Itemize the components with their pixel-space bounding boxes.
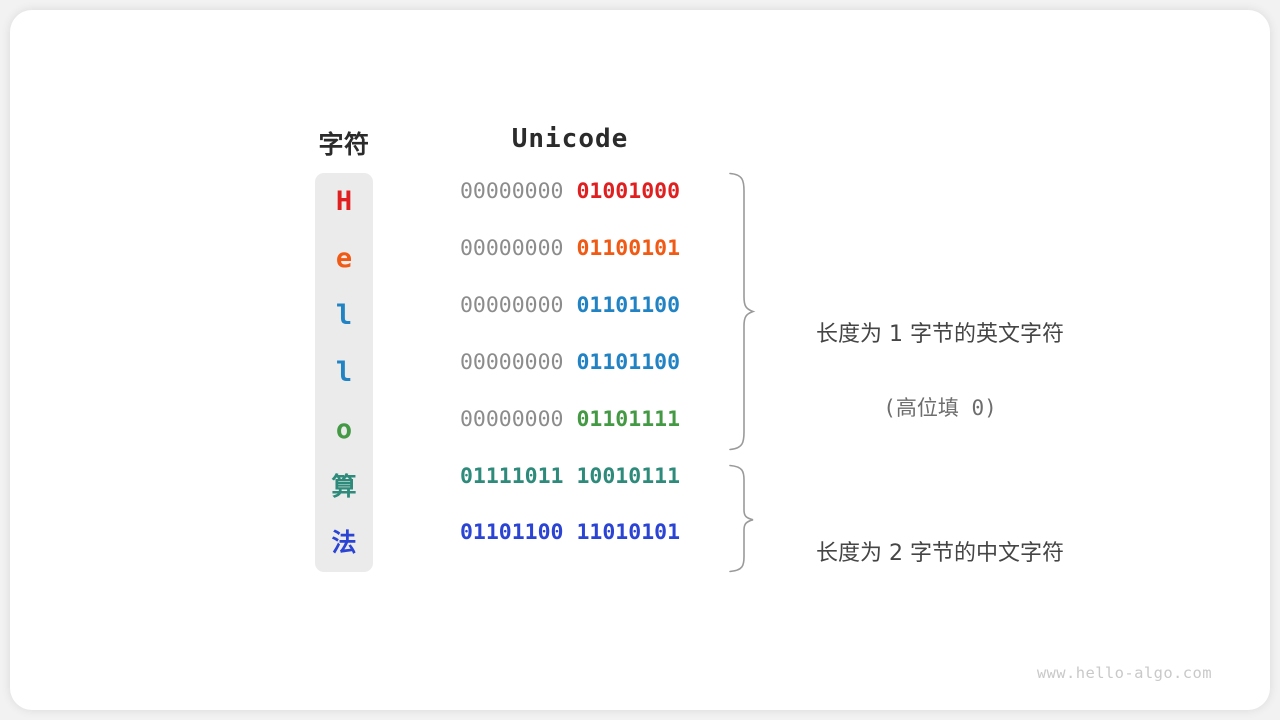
binary-high-byte: 01101100 [459,520,564,545]
character-cell: e [335,243,353,274]
binary-high-byte: 01111011 [459,464,564,489]
character-cell: 算 [331,472,357,501]
character-cell: l [335,357,353,388]
binary-low-byte: 01101111 [576,407,681,432]
binary-low-byte: 01001000 [576,179,681,204]
binary-row: 00000000 01101100 [430,348,710,378]
binary-byte-separator [564,350,577,375]
binary-high-byte: 00000000 [459,407,564,432]
binary-row: 00000000 01001000 [430,177,710,207]
binary-byte-separator [564,520,577,545]
binary-byte-separator [564,179,577,204]
binary-low-byte: 11010101 [576,520,681,545]
binary-row: 00000000 01101100 [430,291,710,321]
binary-high-byte: 00000000 [459,179,564,204]
brace-group-2 [729,464,754,573]
binary-high-byte: 00000000 [459,293,564,318]
annotation-group-1-sublabel: (高位填 0) [883,396,997,420]
binary-low-byte: 01100101 [576,236,681,261]
annotation-group-1: 长度为 1 字节的英文字符 (高位填 0) [770,278,1110,460]
column-header-unicode: Unicode [511,124,629,154]
binary-row: 01101100 11010101 [430,518,710,548]
binary-row: 00000000 01100101 [430,234,710,264]
column-header-character: 字符 [318,131,370,159]
binary-row: 00000000 01101111 [430,405,710,435]
annotation-group-2-label: 长度为 2 字节的中文字符 [816,541,1064,566]
group-braces [729,172,756,573]
binary-high-byte: 00000000 [459,350,564,375]
watermark: www.hello-algo.com [1036,664,1212,682]
binary-low-byte: 10010111 [576,464,681,489]
brace-group-1 [729,172,756,451]
annotation-group-2: 长度为 2 字节的中文字符 [770,497,1110,605]
binary-byte-separator [564,236,577,261]
binary-low-byte: 01101100 [576,350,681,375]
binary-byte-separator [564,407,577,432]
binary-row: 01111011 10010111 [430,462,710,492]
character-cell: l [335,300,353,331]
character-cell: o [335,414,353,445]
binary-low-byte: 01101100 [576,293,681,318]
binary-high-byte: 00000000 [459,236,564,261]
character-cell: 法 [331,528,357,557]
binary-byte-separator [564,464,577,489]
annotation-group-1-label: 长度为 1 字节的英文字符 [816,322,1064,347]
character-cell: H [335,186,353,217]
binary-byte-separator [564,293,577,318]
